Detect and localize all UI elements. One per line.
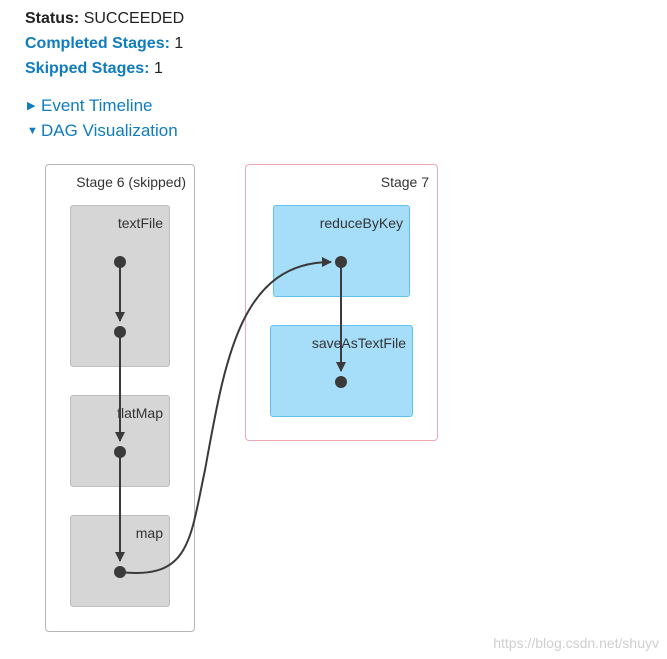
rdd-node-map[interactable]: map — [70, 515, 170, 607]
status-value: SUCCEEDED — [83, 10, 185, 27]
caret-right-icon: ▶ — [27, 100, 36, 112]
completed-stages-count: 1 — [174, 35, 184, 52]
watermark: https://blog.csdn.net/shuyv — [493, 635, 659, 651]
status-line: Status: SUCCEEDED — [25, 9, 184, 29]
skipped-stages-link[interactable]: Skipped Stages: — [25, 60, 150, 77]
rdd-label: reduceByKey — [319, 215, 403, 231]
rdd-label: map — [135, 525, 163, 541]
rdd-node-flatmap[interactable]: flatMap — [70, 395, 170, 487]
stage-label: Stage 7 — [380, 174, 429, 190]
caret-down-icon: ▼ — [27, 125, 38, 137]
status-label: Status: — [25, 10, 80, 27]
rdd-label: flatMap — [117, 405, 163, 421]
rdd-node-saveastextfile[interactable]: saveAsTextFile — [270, 325, 413, 417]
rdd-label: saveAsTextFile — [311, 335, 406, 351]
skipped-stages-count: 1 — [153, 60, 163, 77]
completed-stages-line: Completed Stages: 1 — [25, 34, 183, 54]
event-timeline-toggle[interactable]: ▶ Event Timeline — [27, 96, 153, 116]
rdd-node-reducebykey[interactable]: reduceByKey — [273, 205, 410, 297]
dag-visualization-toggle[interactable]: ▼DAG Visualization — [27, 121, 178, 141]
stage-label: Stage 6 (skipped) — [76, 174, 186, 190]
event-timeline-label: Event Timeline — [41, 96, 153, 115]
dag-visualization-label: DAG Visualization — [41, 121, 178, 140]
completed-stages-link[interactable]: Completed Stages: — [25, 35, 170, 52]
rdd-node-textfile[interactable]: textFile — [70, 205, 170, 367]
skipped-stages-line: Skipped Stages: 1 — [25, 59, 163, 79]
rdd-label: textFile — [117, 215, 163, 231]
